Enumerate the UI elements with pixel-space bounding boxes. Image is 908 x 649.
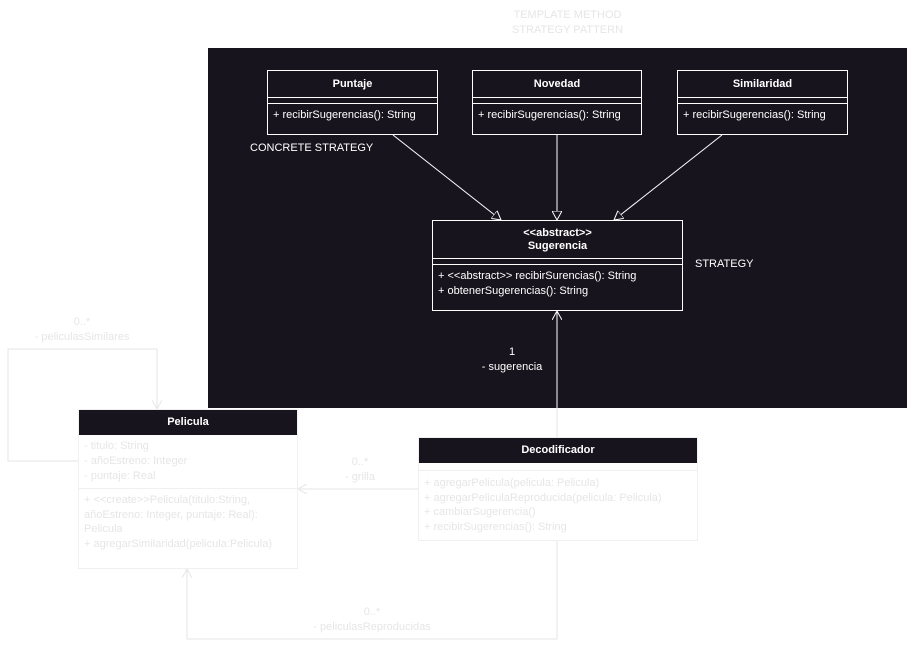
grilla-role-label: 0..* - grilla — [330, 455, 390, 485]
operation: + recibirSugerencias(): String — [683, 109, 826, 121]
strategy-label: STRATEGY — [695, 258, 754, 270]
class-puntaje[interactable]: Puntaje + recibirSugerencias(): String — [267, 70, 438, 135]
class-similaridad[interactable]: Similaridad + recibirSugerencias(): Stri… — [677, 70, 848, 135]
class-decodificador[interactable]: Decodificador + agregarPelicula(pelicula… — [418, 437, 698, 541]
class-similaridad-name: Similaridad — [678, 71, 847, 98]
attribute: - puntaje: Real — [84, 470, 156, 482]
operation: Pelicula — [84, 523, 123, 535]
class-sugerencia-ops: + <<abstract>> recibirSurencias(): Strin… — [433, 265, 682, 302]
operation: + cambiarSugerencia() — [424, 506, 536, 518]
class-pelicula-ops: + <<create>>Pelicula(titulo:String, añoE… — [79, 489, 297, 555]
class-novedad[interactable]: Novedad + recibirSugerencias(): String — [472, 70, 642, 135]
similares-role-label: 0..* - peliculasSimilares — [20, 315, 144, 345]
inherit-similaridad-line — [614, 134, 723, 220]
operation: + <<create>>Pelicula(titulo:String, — [84, 494, 251, 506]
multiplicity: 1 — [508, 346, 516, 358]
class-puntaje-ops: + recibirSugerencias(): String — [268, 104, 437, 127]
operation: + agregarPelicula(pelicula: Pelicula) — [424, 477, 600, 489]
role-name: - sugerencia — [481, 361, 543, 373]
role-name: - peliculasSimilares — [34, 331, 130, 343]
role-name: - peliculasReproducidas — [313, 621, 431, 633]
class-puntaje-name: Puntaje — [268, 71, 437, 98]
multiplicity: 0..* — [73, 316, 91, 328]
attribute: - añoEstreno: Integer — [84, 455, 188, 467]
class-sugerencia-stereotype: <<abstract>> — [523, 226, 592, 239]
role-name: - grilla — [345, 471, 375, 483]
attribute: - titulo: String — [84, 440, 149, 452]
class-novedad-ops: + recibirSugerencias(): String — [473, 104, 641, 127]
class-sugerencia[interactable]: <<abstract>> Sugerencia + <<abstract>> r… — [432, 220, 683, 311]
operation: + recibirSugerencias(): String — [424, 520, 567, 533]
class-novedad-attrs — [473, 98, 641, 104]
multiplicity: 0..* — [363, 606, 381, 618]
class-pelicula[interactable]: Pelicula - titulo: String - añoEstreno: … — [78, 409, 298, 569]
reproducidas-role-label: 0..* - peliculasReproducidas — [300, 605, 444, 635]
operation: + agregarSimilaridad(pelicula:Pelicula) — [84, 537, 273, 550]
class-decodificador-name: Decodificador — [419, 438, 697, 463]
operation: añoEstreno: Integer, puntaje: Real): — [84, 508, 258, 521]
class-decodificador-ops: + agregarPelicula(pelicula: Pelicula) + … — [419, 471, 697, 538]
operation: + <<abstract>> recibirSurencias(): Strin… — [438, 270, 637, 282]
class-similaridad-attrs — [678, 98, 847, 104]
class-decodificador-attrs — [419, 463, 697, 471]
assoc-reproducidas-line — [187, 541, 558, 640]
header-line-1: TEMPLATE METHOD — [513, 9, 622, 21]
class-sugerencia-name: Sugerencia — [527, 239, 588, 252]
class-novedad-name: Novedad — [473, 71, 641, 98]
operation: + recibirSugerencias(): String — [273, 109, 416, 121]
multiplicity: 0..* — [351, 456, 369, 468]
inherit-puntaje-line — [392, 134, 501, 220]
operation: + obtenerSugerencias(): String — [438, 284, 589, 297]
sugerencia-role-label: 1 - sugerencia — [470, 345, 554, 375]
assoc-similares-line — [7, 348, 157, 462]
operation: + agregarPeliculaReproducida(pelicula: P… — [424, 491, 662, 504]
concrete-strategy-label: CONCRETE STRATEGY — [250, 142, 374, 154]
class-puntaje-attrs — [268, 98, 437, 104]
class-pelicula-name: Pelicula — [79, 410, 297, 435]
operation: + recibirSugerencias(): String — [478, 109, 621, 121]
header-line-2: STRATEGY PATTERN — [511, 24, 624, 36]
class-sugerencia-header: <<abstract>> Sugerencia — [433, 221, 682, 259]
class-sugerencia-attrs — [433, 259, 682, 265]
class-similaridad-ops: + recibirSugerencias(): String — [678, 104, 847, 127]
diagram-header: TEMPLATE METHOD STRATEGY PATTERN — [480, 8, 655, 38]
class-pelicula-attrs: - titulo: String - añoEstreno: Integer -… — [79, 435, 297, 489]
